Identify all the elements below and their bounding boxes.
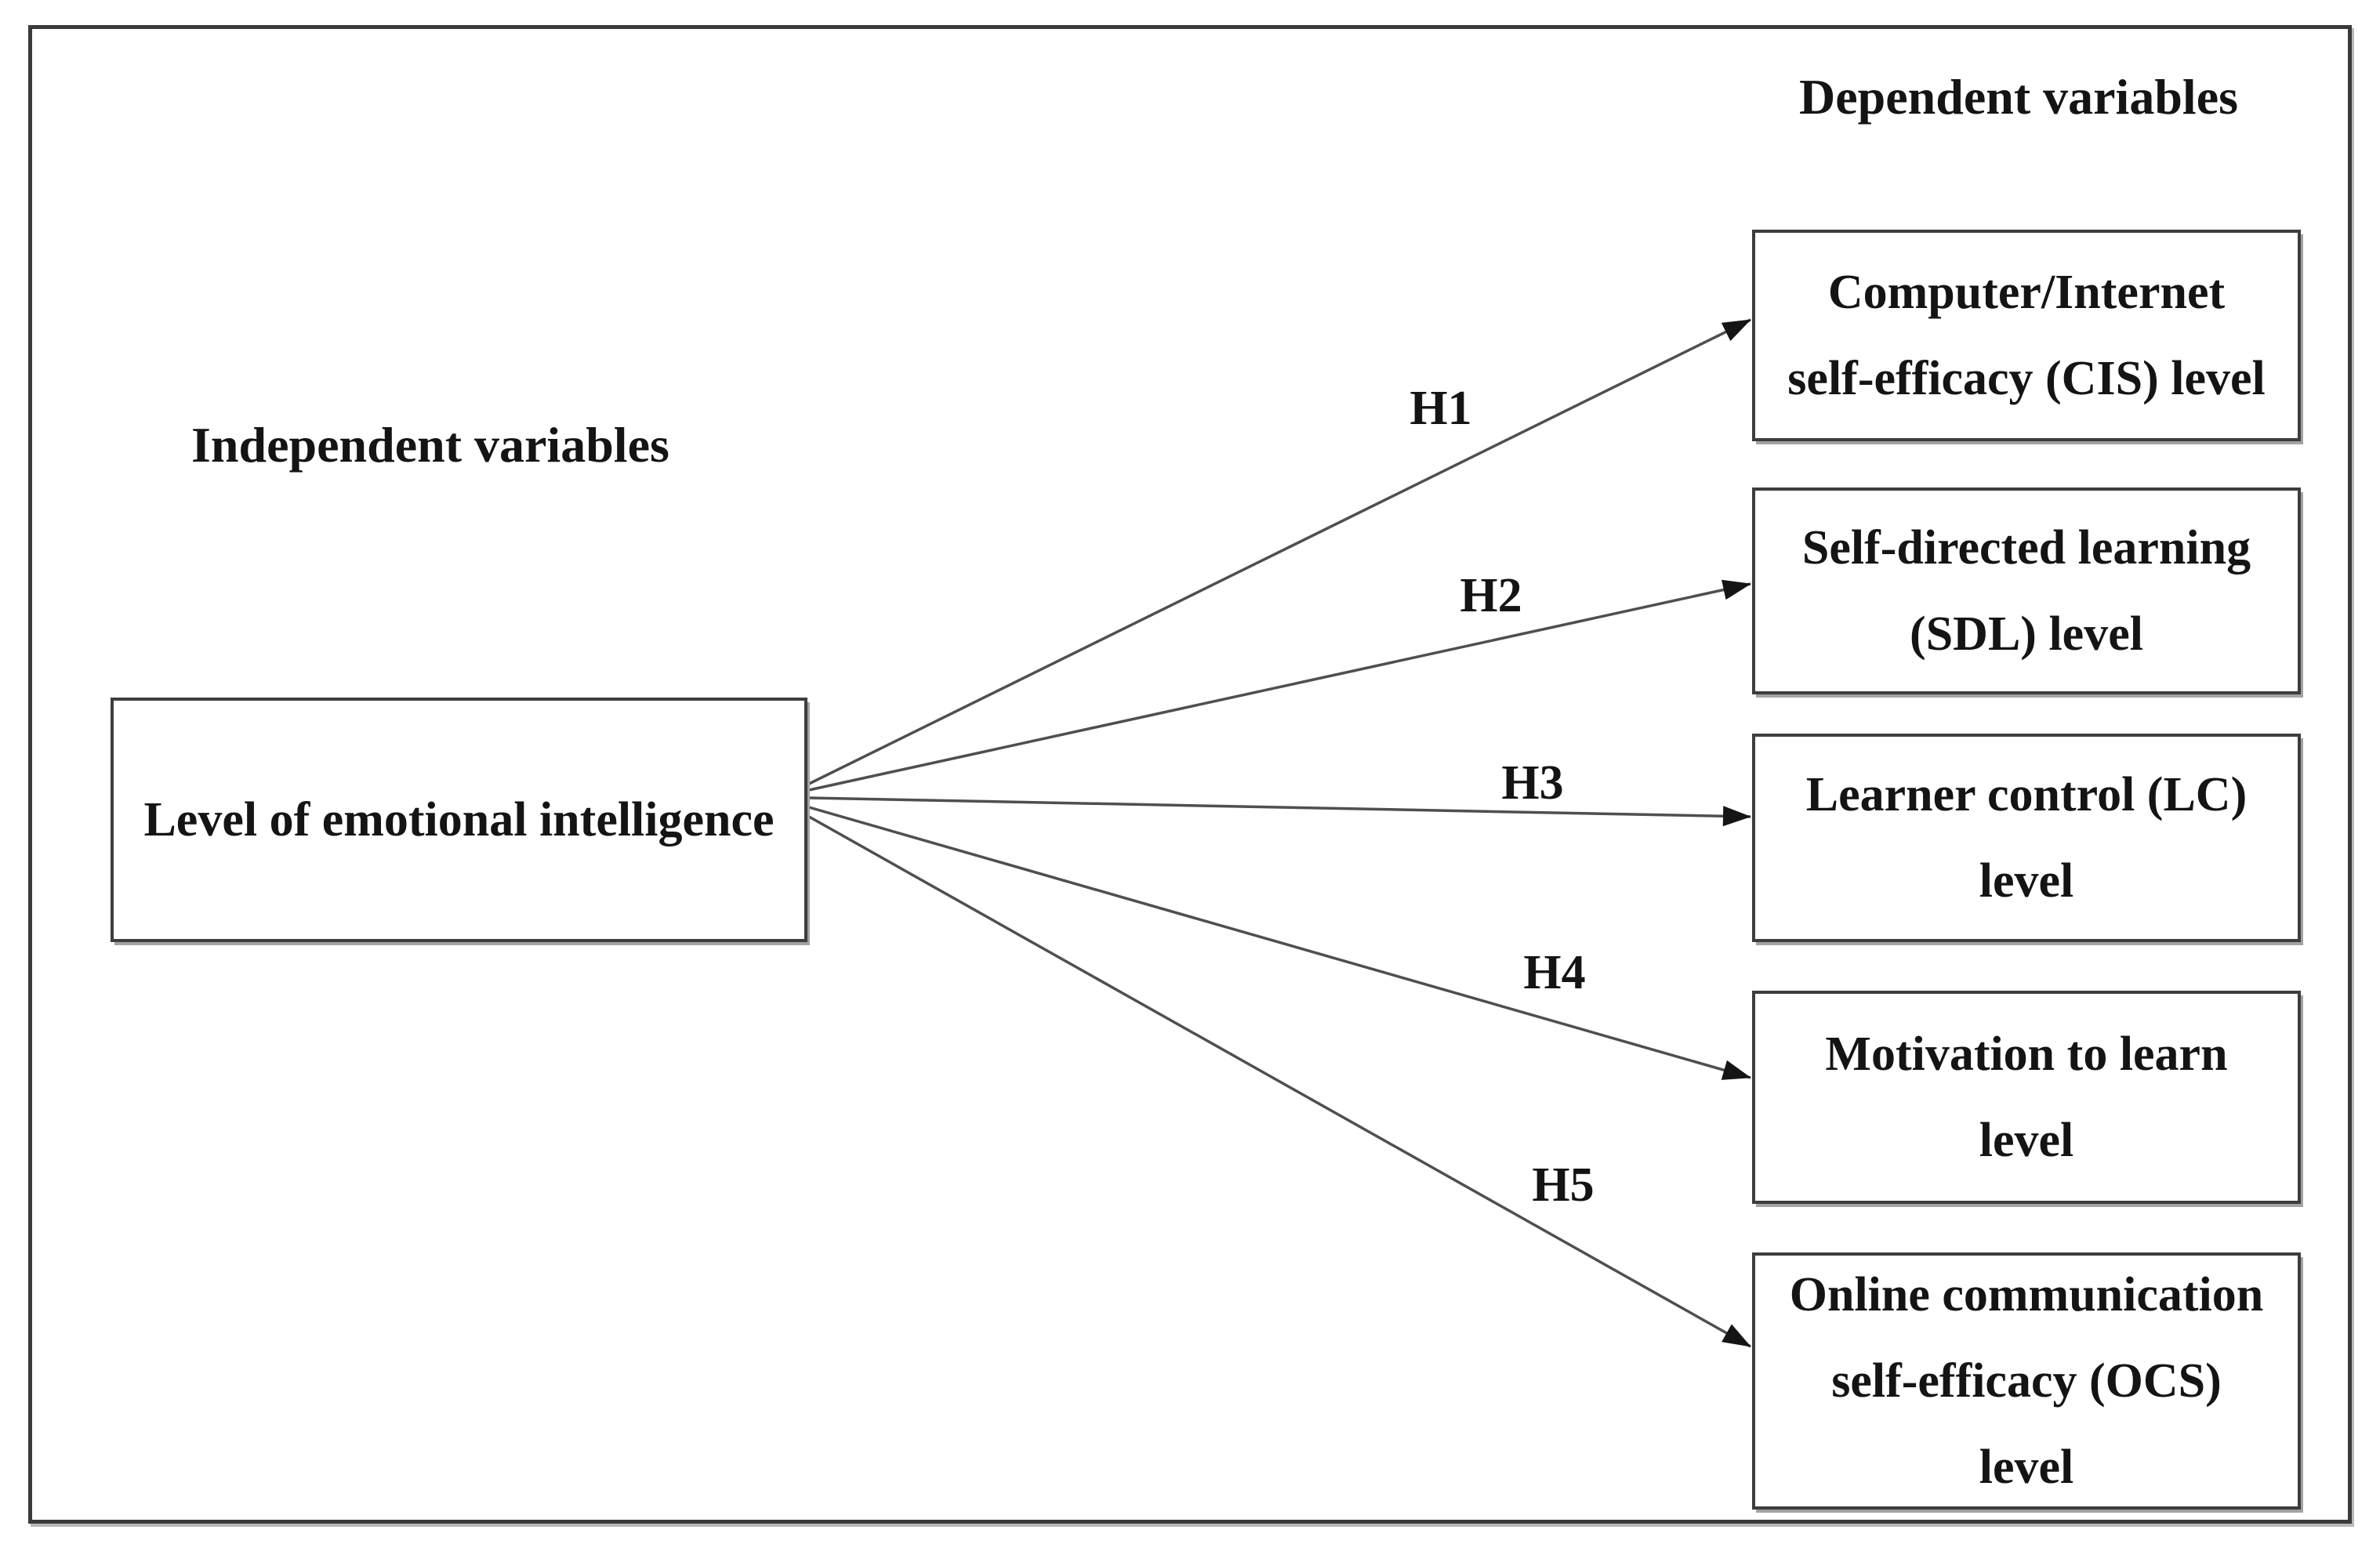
node-ocs-level: Online communication self-efficacy (OCS)… xyxy=(1752,1252,2301,1510)
node-motivation-level-label: Motivation to learn level xyxy=(1825,1028,2228,1167)
node-cis-level: Computer/Internet self-efficacy (CIS) le… xyxy=(1752,230,2301,441)
hypothesis-label-h4: H4 xyxy=(1523,946,1586,999)
hypothesis-label-h2: H2 xyxy=(1460,569,1522,622)
node-cis-level-label: Computer/Internet self-efficacy (CIS) le… xyxy=(1787,266,2266,405)
node-ocs-level-label: Online communication self-efficacy (OCS)… xyxy=(1789,1268,2264,1494)
hypothesis-label-h5: H5 xyxy=(1532,1158,1595,1212)
node-sdl-level: Self-directed learning (SDL) level xyxy=(1752,488,2301,694)
node-motivation-level: Motivation to learn level xyxy=(1752,991,2301,1204)
node-lc-level: Learner control (LC) level xyxy=(1752,734,2301,942)
node-lc-level-label: Learner control (LC) level xyxy=(1805,768,2248,908)
diagram-outer-frame xyxy=(28,25,2352,1524)
hypothesis-label-h1: H1 xyxy=(1409,382,1472,435)
node-emotional-intelligence: Level of emotional intelligence xyxy=(111,698,807,942)
node-sdl-level-label: Self-directed learning (SDL) level xyxy=(1801,521,2251,661)
hypothesis-label-h3: H3 xyxy=(1501,756,1564,810)
node-emotional-intelligence-label: Level of emotional intelligence xyxy=(143,793,775,846)
dependent-variables-heading: Dependent variables xyxy=(1799,69,2238,125)
independent-variables-heading: Independent variables xyxy=(191,417,669,473)
